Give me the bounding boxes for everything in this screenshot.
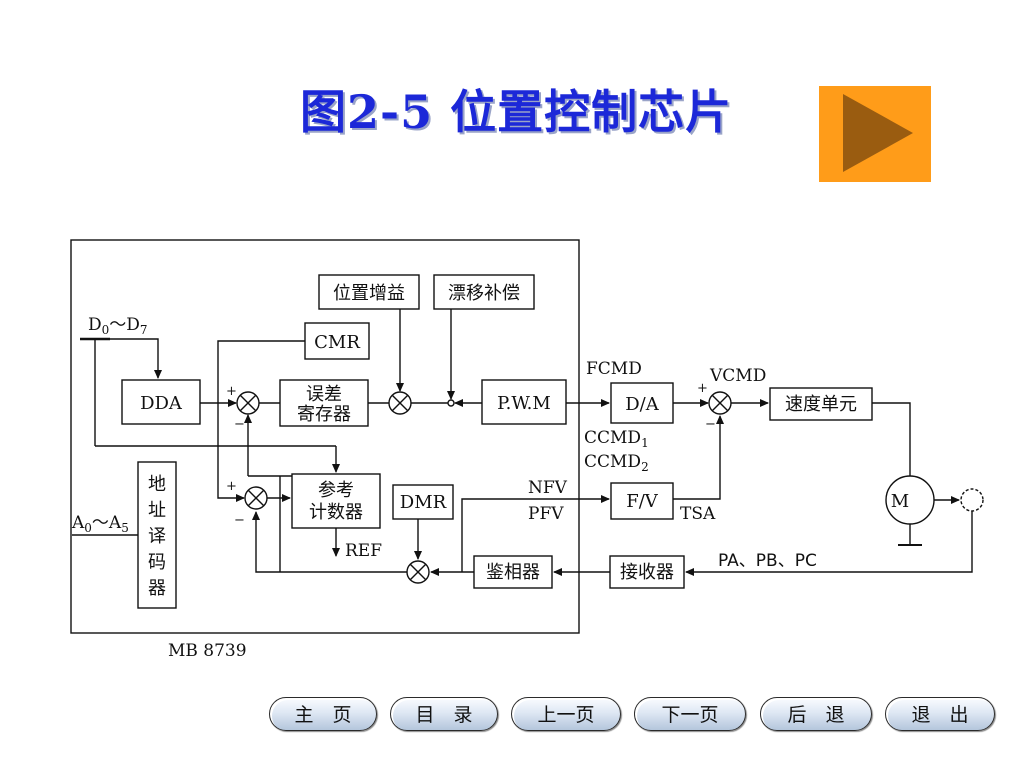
- d-bus-label: D0～D7: [88, 315, 148, 337]
- home-button[interactable]: 主 页: [269, 697, 377, 731]
- speed-unit-label: 速度单元: [785, 394, 857, 415]
- ccmd2-label: CCMD2: [584, 452, 649, 474]
- tsa-label: TSA: [680, 504, 716, 524]
- dda-label: DDA: [140, 393, 183, 414]
- position-gain-label: 位置增益: [333, 283, 405, 304]
- addr-label-3: 译: [148, 526, 166, 547]
- vcmd-label: VCMD: [709, 366, 766, 386]
- page-title: 图2-5 位置控制芯片: [300, 85, 733, 139]
- error-reg-label-1: 误差: [306, 384, 342, 405]
- cmr-label: CMR: [314, 332, 360, 353]
- ccmd1-label: CCMD1: [584, 428, 649, 450]
- fv-block: [610, 482, 674, 520]
- drift-label: 漂移补偿: [448, 283, 520, 304]
- fcmd-label: FCMD: [586, 359, 642, 379]
- dmr-block: [392, 484, 454, 520]
- play-button[interactable]: [819, 86, 931, 182]
- sj3-minus: −: [705, 417, 716, 432]
- pwm-block: [481, 379, 567, 425]
- encoder: [960, 488, 984, 512]
- chip-model-label: MB 8739: [168, 641, 247, 661]
- sj3-plus: +: [697, 381, 708, 396]
- pfv-label: PFV: [528, 504, 564, 524]
- summing-junction-2: [388, 391, 412, 415]
- summing-junction-5: [406, 560, 430, 584]
- dda-block: [121, 379, 201, 425]
- play-triangle-icon: [843, 94, 913, 172]
- summing-junction-3: [708, 391, 732, 415]
- nfv-label: NFV: [528, 478, 568, 498]
- error-reg-label-2: 寄存器: [297, 404, 351, 425]
- chip-boundary: [70, 239, 580, 634]
- drift-compensation-block: [433, 274, 535, 310]
- sj1-plus: +: [226, 384, 237, 399]
- position-control-diagram: 位置增益 漂移补偿 CMR DDA 误差 寄存器 P.W.M D/A 速度单元 …: [70, 239, 984, 661]
- sj1-minus: −: [234, 417, 245, 432]
- ref-label: REF: [345, 541, 382, 561]
- addr-label-2: 址: [148, 500, 166, 521]
- addr-label-1: 地: [148, 474, 166, 495]
- fv-label: F/V: [626, 491, 659, 512]
- dmr-label: DMR: [400, 492, 447, 513]
- summing-junction-4: [244, 486, 268, 510]
- next-page-button[interactable]: 下一页: [634, 697, 746, 731]
- pwm-label: P.W.M: [497, 393, 551, 414]
- ref-counter-label-2: 计数器: [309, 502, 363, 523]
- a-bus-label: A0～A5: [71, 513, 129, 535]
- addr-label-5: 器: [148, 578, 166, 599]
- pa-pb-pc-label: PA、PB、PC: [718, 551, 817, 571]
- addr-label-4: 码: [148, 552, 166, 573]
- position-gain-block: [318, 274, 420, 310]
- exit-button[interactable]: 退 出: [885, 697, 995, 731]
- phase-detector-label: 鉴相器: [486, 562, 540, 583]
- sj4-minus: −: [234, 513, 245, 528]
- contents-button[interactable]: 目 录: [390, 697, 498, 731]
- pwm-node: [447, 399, 455, 407]
- prev-page-button[interactable]: 上一页: [511, 697, 621, 731]
- ref-counter-label-1: 参考: [318, 480, 354, 501]
- motor-label: M: [891, 491, 909, 512]
- speed-unit-block: [769, 387, 873, 421]
- summing-junction-1: [236, 391, 260, 415]
- receiver-label: 接收器: [620, 562, 674, 583]
- back-button[interactable]: 后 退: [760, 697, 872, 731]
- sj4-plus: +: [226, 479, 237, 494]
- da-label: D/A: [625, 394, 659, 415]
